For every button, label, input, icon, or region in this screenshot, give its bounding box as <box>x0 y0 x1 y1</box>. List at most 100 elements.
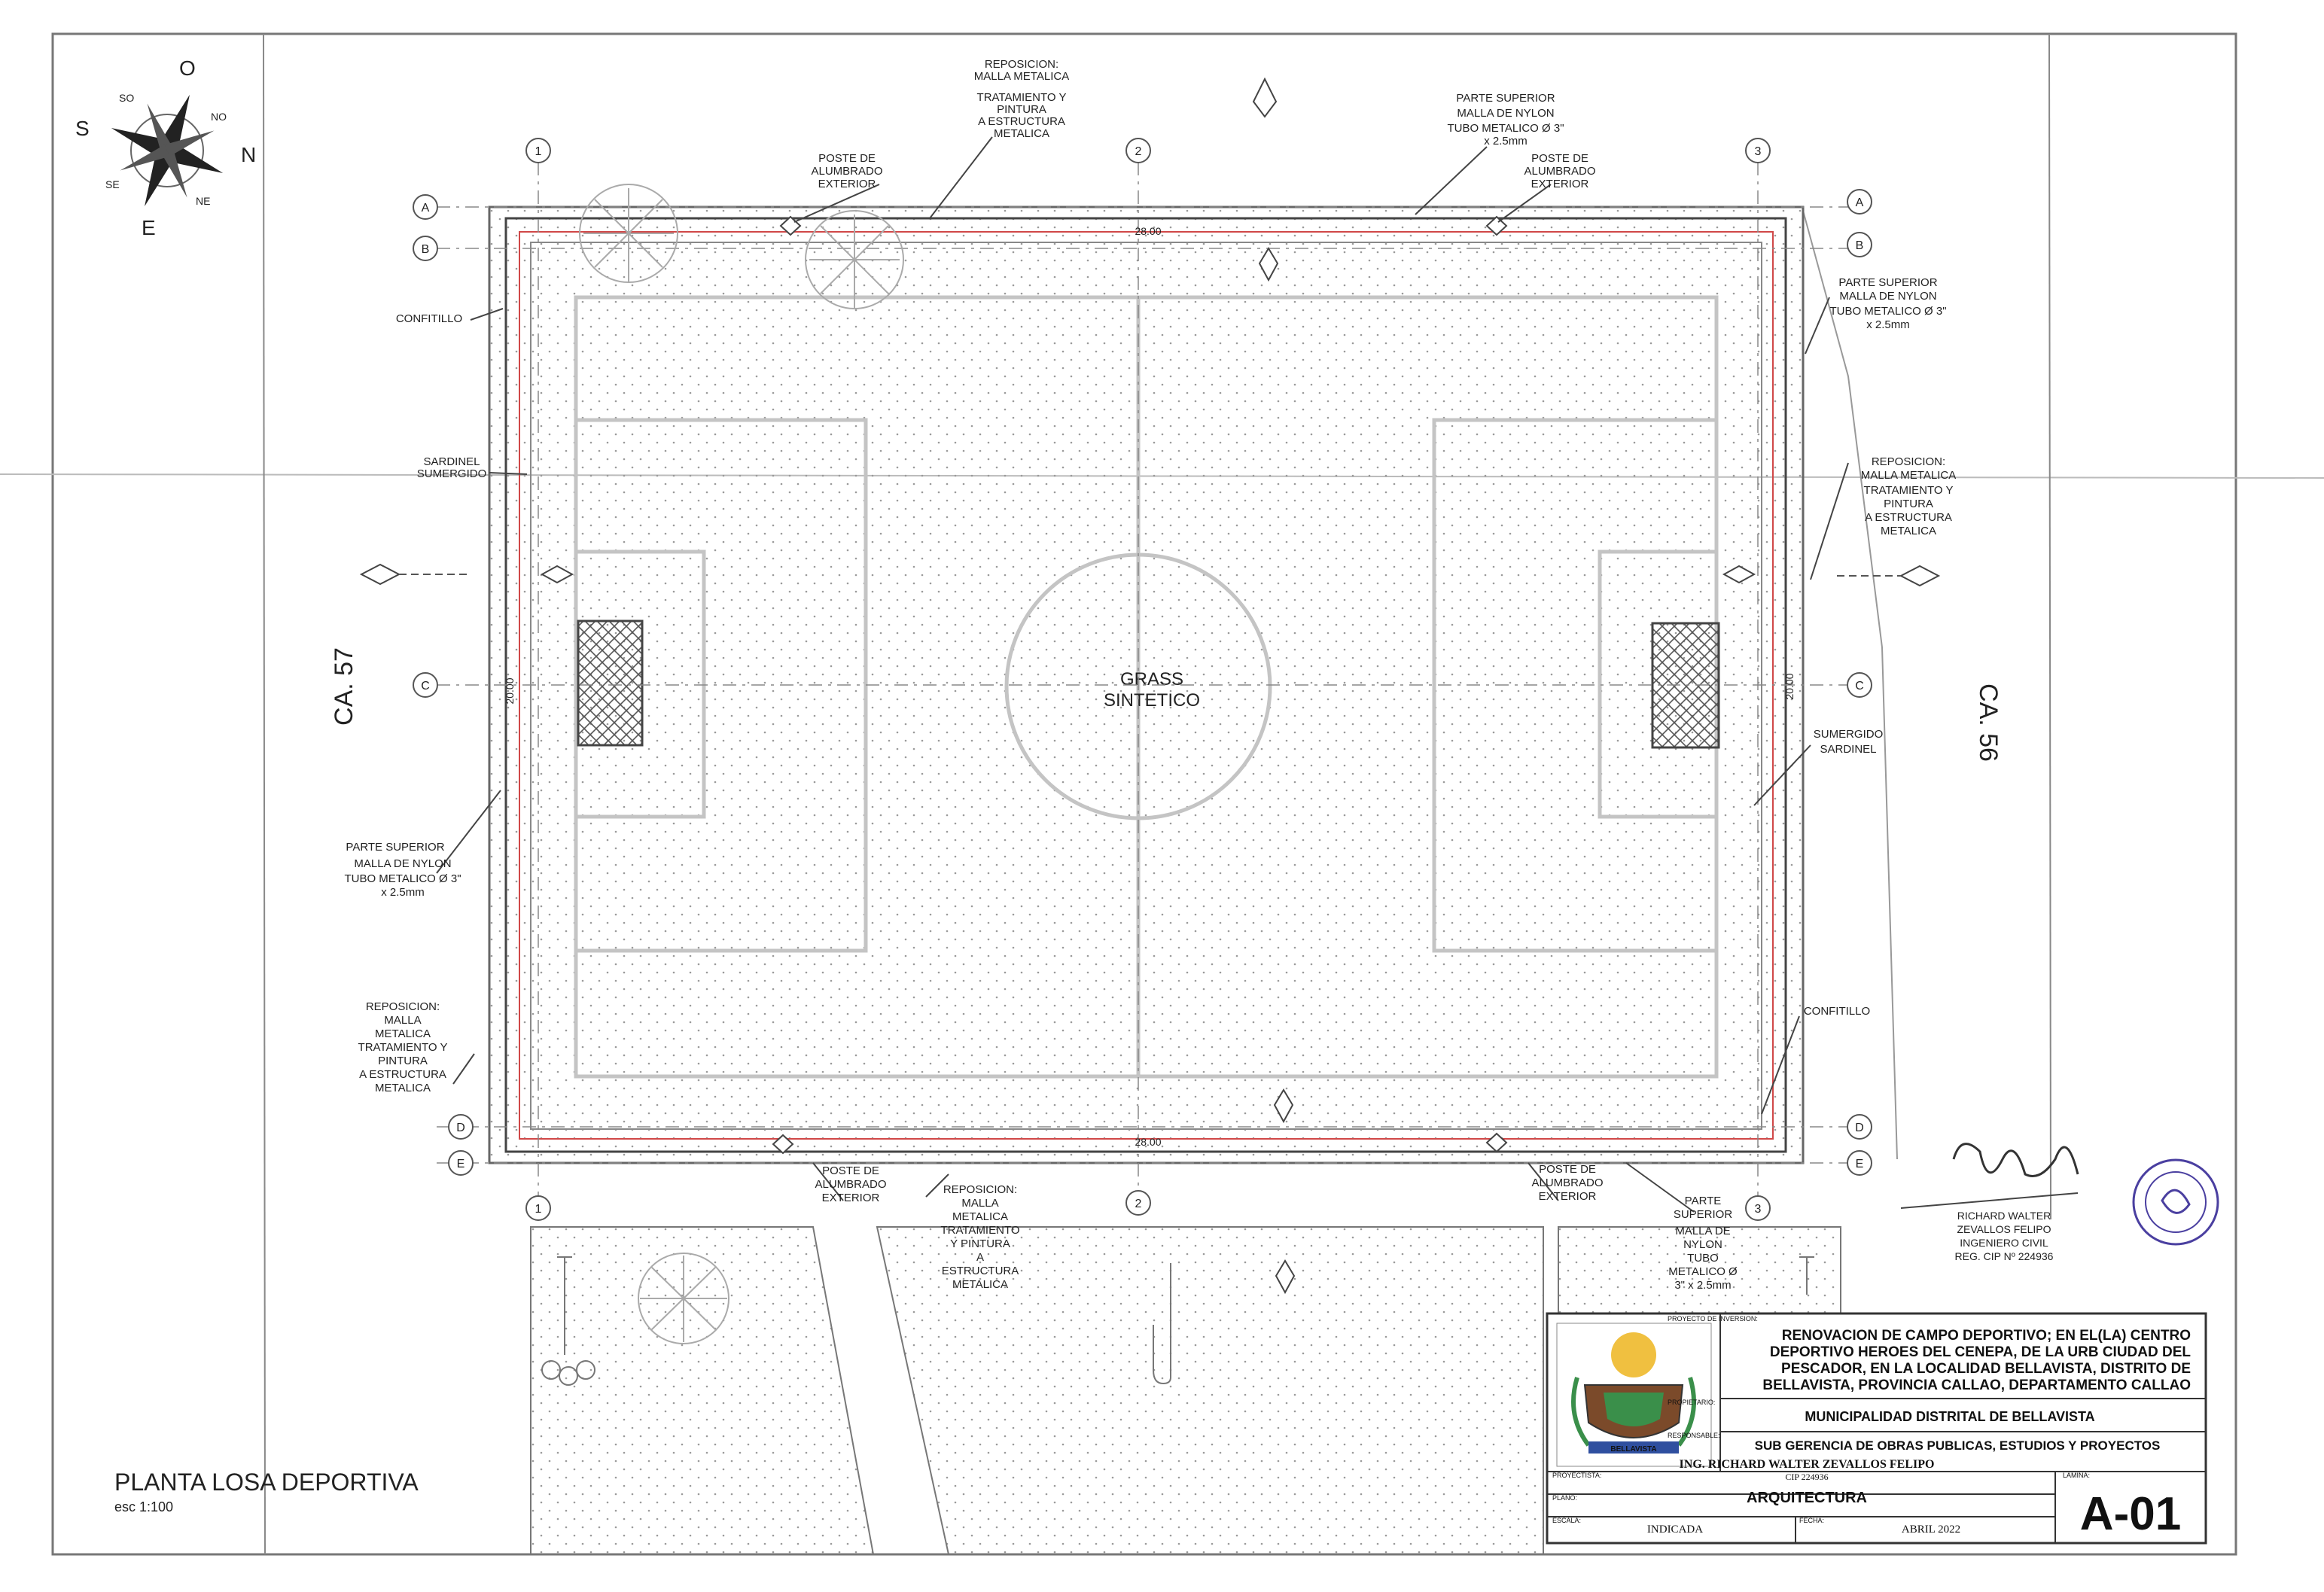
svg-text:REPOSICION:: REPOSICION: <box>943 1183 1017 1196</box>
svg-text:TRATAMIENTO Y: TRATAMIENTO Y <box>977 91 1067 104</box>
svg-text:PARTE: PARTE <box>1685 1195 1722 1207</box>
svg-text:POSTE DE: POSTE DE <box>1539 1163 1596 1176</box>
caption-sheet: LAMINA: <box>2063 1472 2090 1479</box>
field-surface-label-2: SINTETICO <box>1104 690 1200 711</box>
svg-text:INGENIERO CIVIL: INGENIERO CIVIL <box>1960 1237 2048 1249</box>
scale-value: INDICADA <box>1647 1524 1703 1536</box>
street-left: CA. 57 <box>330 647 358 726</box>
dimension-right: 20.00 <box>1783 673 1796 699</box>
compass-s: S <box>75 117 90 140</box>
svg-text:PARTE SUPERIOR: PARTE SUPERIOR <box>1456 92 1555 105</box>
svg-text:SUPERIOR: SUPERIOR <box>1674 1208 1733 1221</box>
axis-row-b-left: B <box>422 243 430 256</box>
svg-text:RICHARD WALTER: RICHARD WALTER <box>1957 1210 2051 1222</box>
lower-site-area <box>530 1226 875 1555</box>
title-block: BELLAVISTA PROYECTO DE INVERSION: PROPIE… <box>1546 1312 2207 1545</box>
axis-row-c-right: C <box>1855 680 1864 693</box>
svg-text:MALLA DE NYLON: MALLA DE NYLON <box>354 857 451 870</box>
svg-text:TRATAMIENTO: TRATAMIENTO <box>941 1224 1020 1237</box>
svg-text:MALLA DE: MALLA DE <box>1675 1225 1730 1237</box>
note-bottom-center: REPOSICION: MALLA METALICA TRATAMIENTO Y… <box>941 1183 1020 1291</box>
svg-text:SARDINEL: SARDINEL <box>423 455 480 468</box>
svg-text:SUMERGIDO: SUMERGIDO <box>417 467 487 480</box>
signature-icon <box>1952 1143 2079 1177</box>
svg-text:MALLA: MALLA <box>384 1014 421 1027</box>
dimension-top: 28.00 <box>1135 225 1161 237</box>
svg-text:TUBO: TUBO <box>1687 1252 1719 1265</box>
axis-row-a-left: A <box>422 202 430 215</box>
svg-text:A: A <box>976 1251 984 1264</box>
dimension-bottom: 28.00 <box>1135 1136 1161 1148</box>
note-top-left-post: POSTE DE ALUMBRADO EXTERIOR <box>811 152 882 190</box>
axis-col-1-bottom: 1 <box>535 1203 542 1216</box>
date-value: ABRIL 2022 <box>1902 1524 1960 1536</box>
svg-text:POSTE DE: POSTE DE <box>1531 152 1588 165</box>
compass-so: SO <box>119 92 134 104</box>
svg-text:REG. CIP Nº 224936: REG. CIP Nº 224936 <box>1955 1250 2054 1262</box>
crest-icon: BELLAVISTA <box>1556 1323 1712 1467</box>
tree-icon <box>579 184 904 1344</box>
goal-net-left <box>577 619 644 747</box>
caption-owner: PROPIETARIO: <box>1668 1399 1715 1406</box>
axis-row-e-left: E <box>457 1158 465 1170</box>
note-left-sardinel: SARDINEL SUMERGIDO <box>417 455 487 480</box>
svg-text:PINTURA: PINTURA <box>997 103 1046 116</box>
designer-cip: CIP 224936 <box>1785 1472 1828 1482</box>
caption-plan: PLANO: <box>1552 1494 1577 1502</box>
svg-text:A ESTRUCTURA: A ESTRUCTURA <box>978 115 1065 128</box>
goal-net-right <box>1651 622 1720 749</box>
field-surface-label: GRASS <box>1120 669 1183 689</box>
svg-text:x 2.5mm: x 2.5mm <box>1484 135 1528 148</box>
svg-text:TUBO METALICO Ø 3": TUBO METALICO Ø 3" <box>1447 122 1564 135</box>
svg-text:TRATAMIENTO Y: TRATAMIENTO Y <box>1864 484 1954 497</box>
svg-text:EXTERIOR: EXTERIOR <box>1531 178 1589 190</box>
axis-col-3-bottom: 3 <box>1755 1203 1762 1216</box>
project-line-1: RENOVACION DE CAMPO DEPORTIVO; EN EL(LA)… <box>1782 1328 2191 1344</box>
svg-text:EXTERIOR: EXTERIOR <box>818 178 876 190</box>
svg-text:METALICA: METALICA <box>952 1210 1008 1223</box>
axis-row-e-right: E <box>1856 1158 1864 1170</box>
designer-name: ING. RICHARD WALTER ZEVALLOS FELIPO <box>1680 1458 1935 1471</box>
svg-text:MALLA METALICA: MALLA METALICA <box>1861 469 1956 482</box>
svg-text:ALUMBRADO: ALUMBRADO <box>815 1178 886 1191</box>
svg-text:REPOSICION:: REPOSICION: <box>366 1000 440 1013</box>
caption-designer: PROYECTISTA: <box>1552 1472 1601 1479</box>
signature-block: RICHARD WALTER ZEVALLOS FELIPO INGENIERO… <box>1900 1143 2219 1262</box>
project-line-2: DEPORTIVO HEROES DEL CENEPA, DE LA URB C… <box>1770 1344 2192 1360</box>
svg-text:TUBO METALICO Ø 3": TUBO METALICO Ø 3" <box>344 872 461 885</box>
responsible-name: SUB GERENCIA DE OBRAS PUBLICAS, ESTUDIOS… <box>1755 1438 2161 1453</box>
svg-text:METALICA: METALICA <box>375 1082 431 1094</box>
svg-text:MALLA METALICA: MALLA METALICA <box>974 70 1069 83</box>
note-right-upper: PARTE SUPERIOR MALLA DE NYLON TUBO METAL… <box>1829 276 1946 331</box>
axis-col-1-top: 1 <box>535 145 542 158</box>
sheet-number: A-01 <box>2080 1488 2181 1540</box>
axis-row-d-left: D <box>456 1122 465 1134</box>
note-left-reposicion: REPOSICION: MALLA METALICA TRATAMIENTO Y… <box>358 1000 448 1094</box>
compass-o: O <box>179 56 196 80</box>
note-left-upper: PARTE SUPERIOR MALLA DE NYLON TUBO METAL… <box>344 841 461 899</box>
svg-text:METALICA: METALICA <box>952 1278 1008 1291</box>
svg-text:A ESTRUCTURA: A ESTRUCTURA <box>359 1068 446 1081</box>
svg-text:ALUMBRADO: ALUMBRADO <box>1524 165 1595 178</box>
note-left-confitillo: CONFITILLO <box>396 312 462 325</box>
svg-text:PINTURA: PINTURA <box>1884 498 1933 510</box>
svg-text:METALICA: METALICA <box>994 127 1049 140</box>
owner-name: MUNICIPALIDAD DISTRITAL DE BELLAVISTA <box>1805 1409 2094 1424</box>
svg-text:ALUMBRADO: ALUMBRADO <box>1531 1176 1603 1189</box>
note-bottom-right-upper: PARTE SUPERIOR MALLA DE NYLON TUBO METAL… <box>1668 1195 1738 1292</box>
svg-text:PARTE SUPERIOR: PARTE SUPERIOR <box>1838 276 1937 289</box>
svg-text:MALLA DE NYLON: MALLA DE NYLON <box>1457 107 1554 120</box>
axis-col-2-bottom: 2 <box>1135 1198 1142 1210</box>
caption-date: FECHA: <box>1799 1517 1824 1524</box>
svg-text:BELLAVISTA: BELLAVISTA <box>1610 1445 1656 1453</box>
axis-col-3-top: 3 <box>1755 145 1762 158</box>
svg-text:Y PINTURA: Y PINTURA <box>950 1237 1010 1250</box>
svg-text:3" x 2.5mm: 3" x 2.5mm <box>1674 1279 1731 1292</box>
svg-text:NYLON: NYLON <box>1683 1238 1722 1251</box>
note-bottom-left-post: POSTE DE ALUMBRADO EXTERIOR <box>815 1164 886 1204</box>
svg-text:x 2.5mm: x 2.5mm <box>381 886 425 899</box>
note-top-right-upper: PARTE SUPERIOR MALLA DE NYLON TUBO METAL… <box>1447 92 1564 148</box>
note-top-right-post: POSTE DE ALUMBRADO EXTERIOR <box>1524 152 1595 190</box>
plan-name: ARQUITECTURA <box>1747 1490 1867 1506</box>
svg-text:METALICO Ø: METALICO Ø <box>1668 1265 1738 1278</box>
